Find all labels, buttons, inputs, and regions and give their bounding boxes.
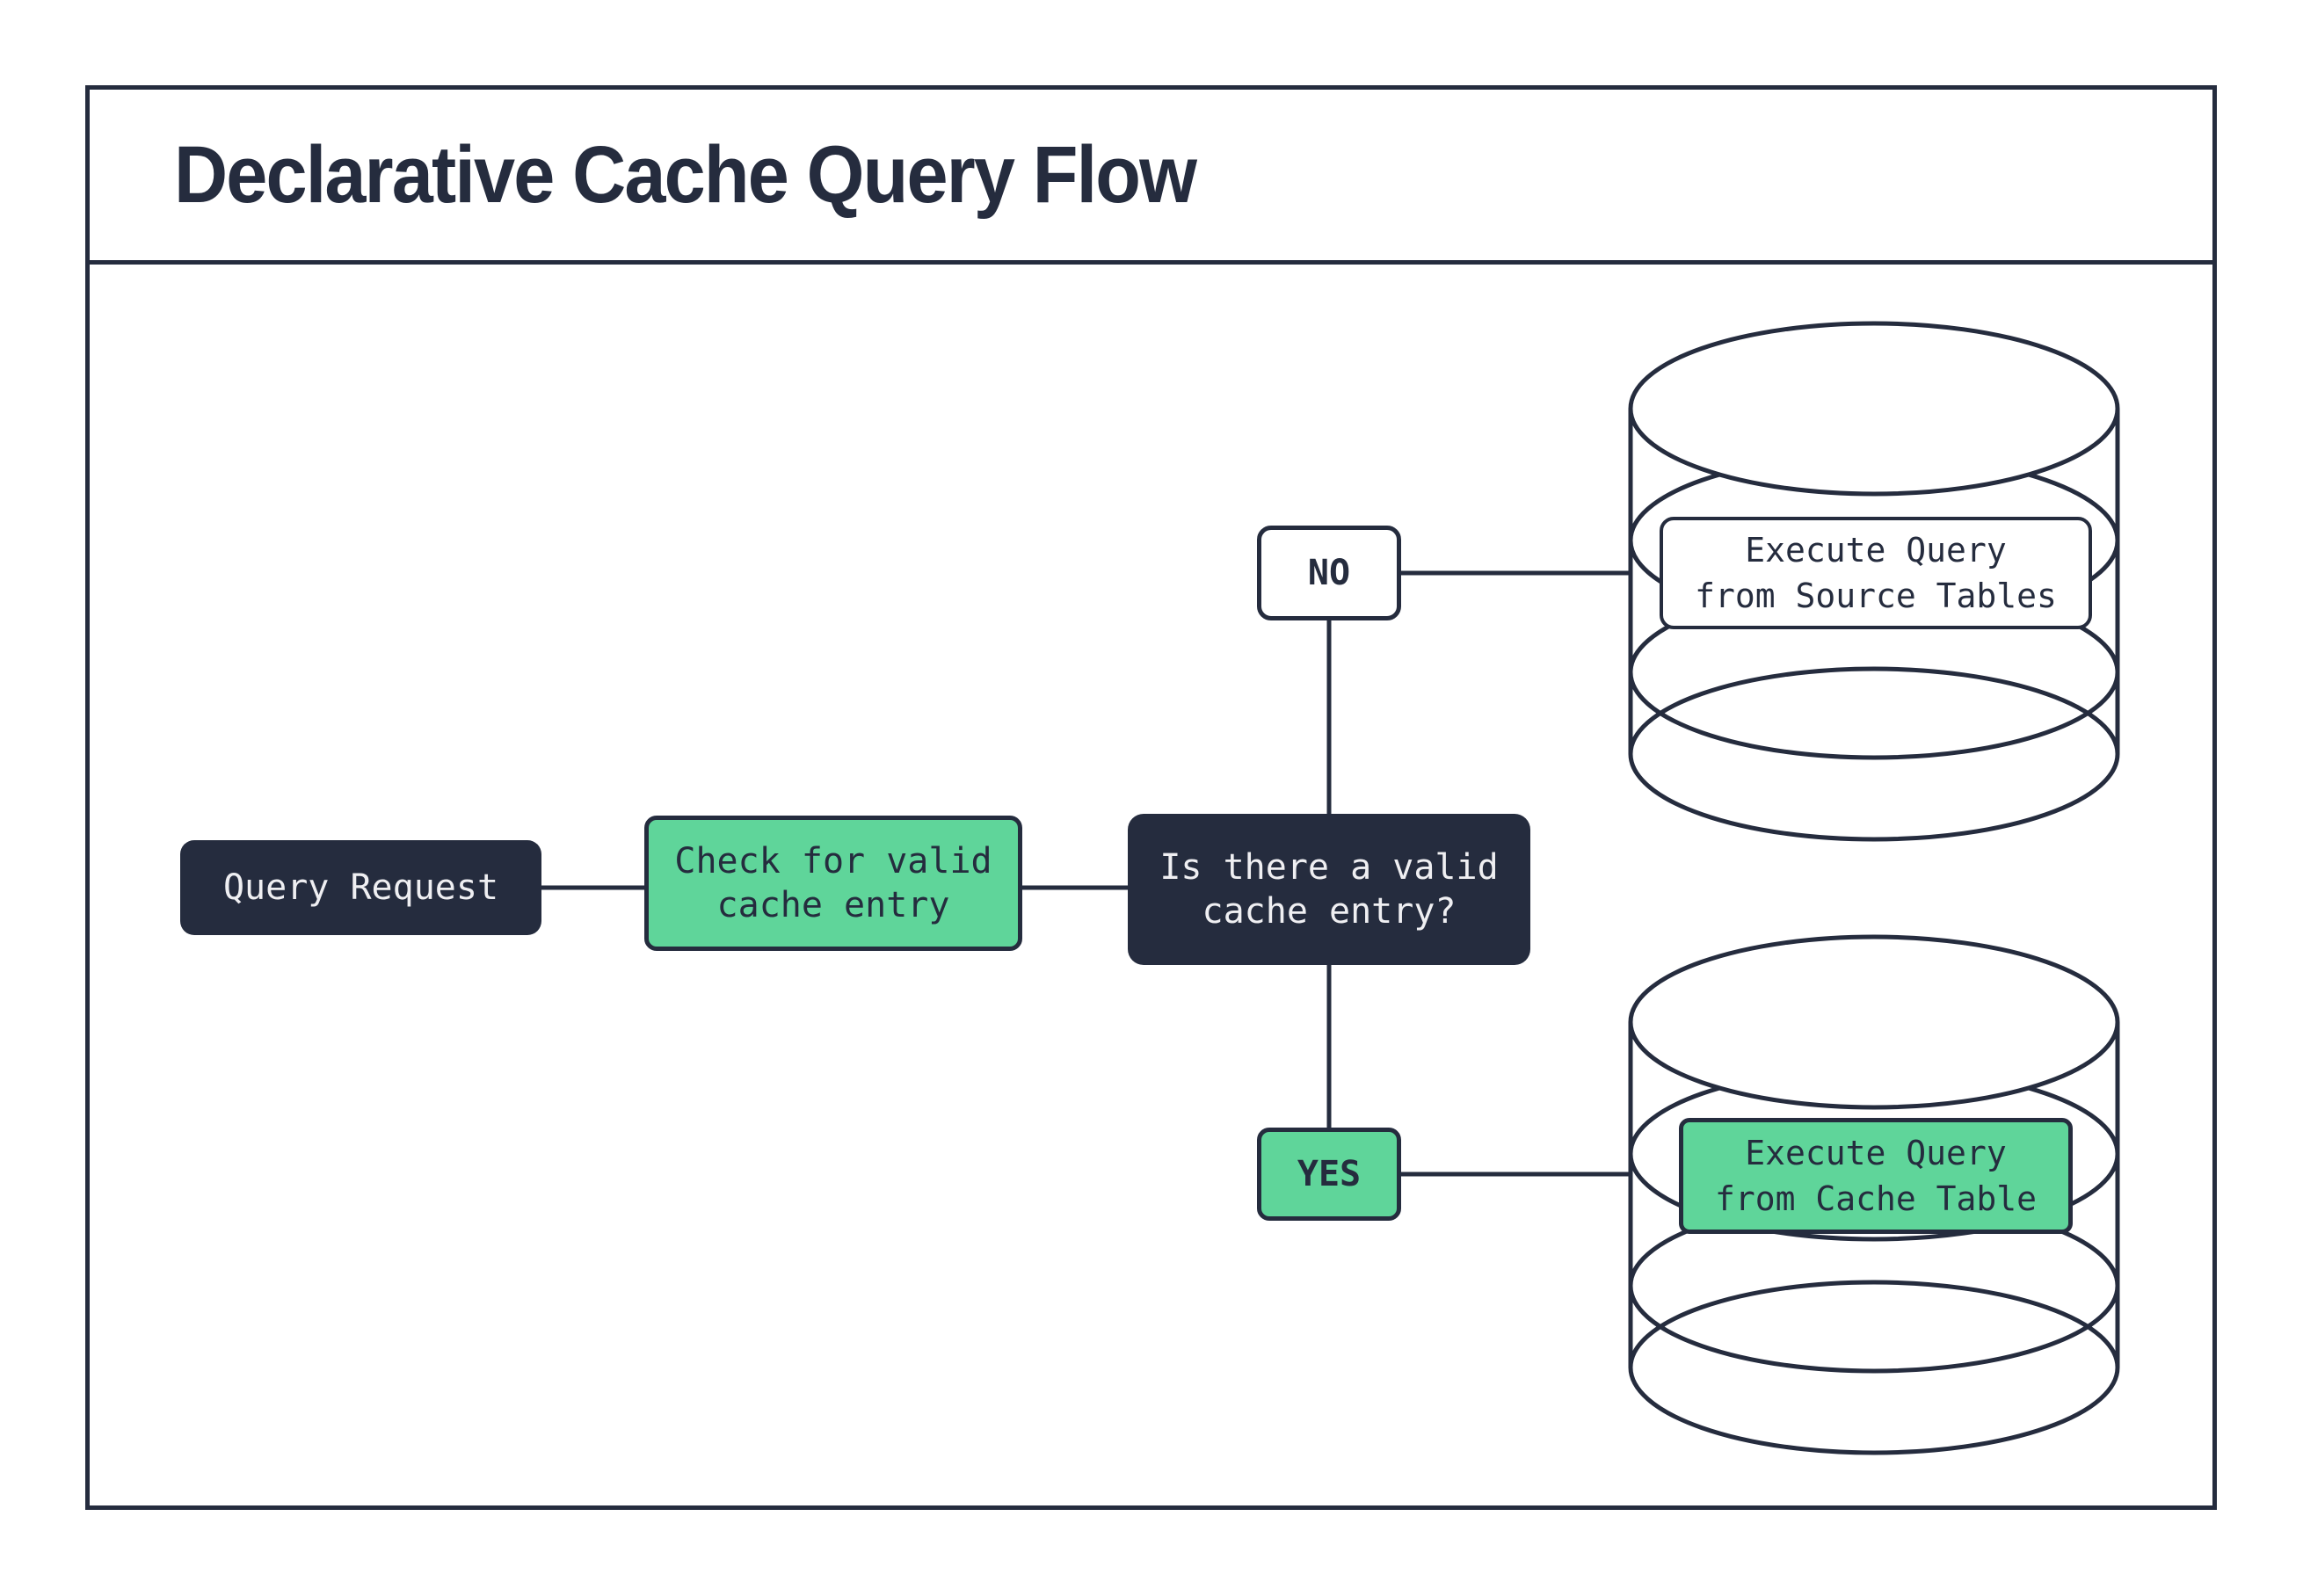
- source-db-action-node: Execute Query from Source Tables: [1660, 517, 2092, 629]
- cache-db-line2: from Cache Table: [1714, 1179, 2038, 1218]
- query-request-node: Query Request: [180, 840, 541, 935]
- page-title: Declarative Cache Query Flow: [174, 129, 1197, 220]
- decision-node: Is there a valid cache entry?: [1128, 814, 1530, 965]
- check-cache-line1: Check for valid: [674, 841, 992, 881]
- no-branch-node: NO: [1257, 526, 1401, 620]
- yes-branch-node: YES: [1257, 1128, 1401, 1221]
- no-branch-label: NO: [1307, 553, 1351, 593]
- source-db-line2: from Source Tables: [1695, 577, 2057, 615]
- query-request-label: Query Request: [222, 867, 499, 908]
- header-divider: [85, 260, 2217, 265]
- connectors: [541, 570, 1633, 1177]
- decision-line1: Is there a valid: [1159, 847, 1499, 888]
- check-cache-line2: cache entry: [716, 885, 950, 925]
- source-db-line1: Execute Query: [1745, 531, 2007, 569]
- yes-branch-label: YES: [1297, 1154, 1362, 1194]
- diagram-header: Declarative Cache Query Flow: [90, 90, 2212, 260]
- diagram-frame: [85, 85, 2217, 1510]
- cache-db-action-node: Execute Query from Cache Table: [1679, 1118, 2073, 1234]
- cache-db-line1: Execute Query: [1745, 1134, 2007, 1172]
- check-cache-node: Check for valid cache entry: [644, 816, 1022, 951]
- decision-line2: cache entry?: [1202, 891, 1457, 932]
